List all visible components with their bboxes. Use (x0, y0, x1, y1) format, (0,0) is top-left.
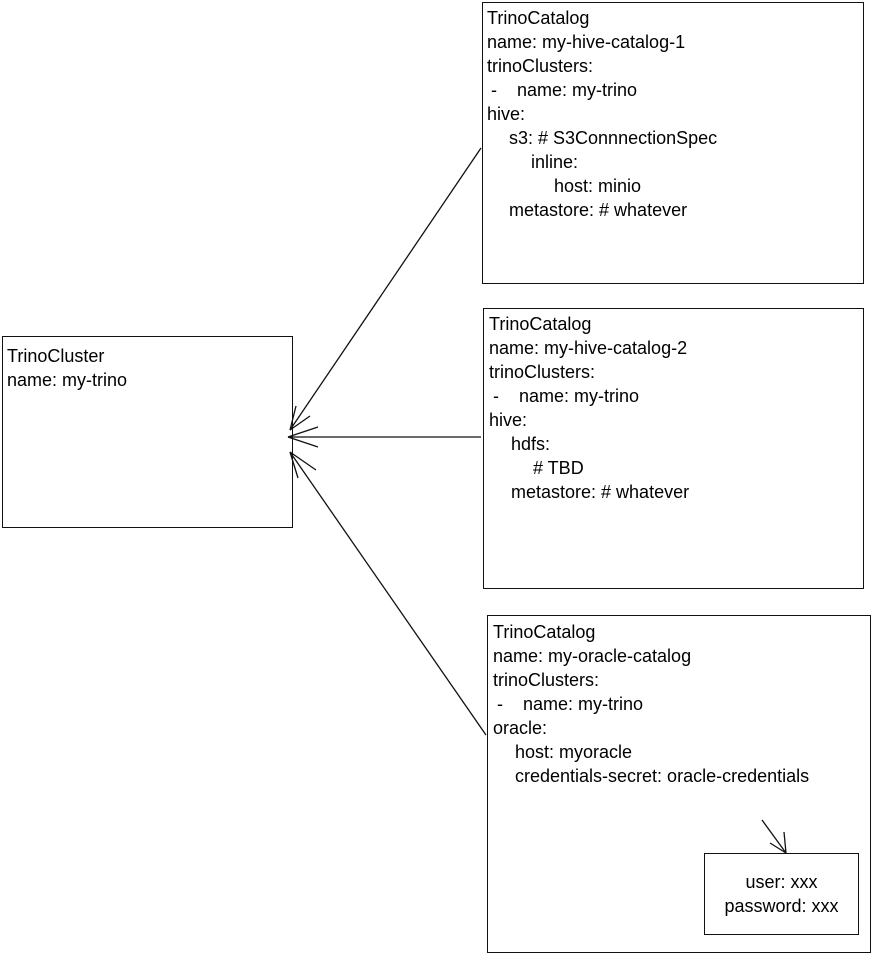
clusters-line: trinoClusters: (493, 670, 600, 690)
name-line: name: my-oracle-catalog (493, 646, 692, 666)
kind-label: TrinoCatalog (489, 314, 592, 334)
name-line: name: my-trino (7, 370, 128, 390)
inline-line: inline: (531, 152, 579, 172)
dash: - (491, 80, 497, 100)
trino-cluster-box (2, 336, 293, 528)
hive-line: hive: (489, 410, 528, 430)
catalog-1-text: TrinoCatalog name: my-hive-catalog-1 tri… (487, 6, 717, 222)
catalog-2-box (483, 308, 864, 589)
arrow-catalog1-to-cluster (289, 147, 482, 431)
cluster-ref: name: my-trino (523, 694, 644, 714)
credentials-line: credentials-secret: oracle-credentials (515, 766, 810, 786)
dash: - (497, 694, 503, 714)
password-line: password: xxx (724, 896, 839, 916)
metastore-line: metastore: # whatever (509, 200, 688, 220)
oracle-line: oracle: (493, 718, 548, 738)
tbd-comment: # TBD (533, 458, 584, 478)
clusters-line: trinoClusters: (487, 56, 594, 76)
kind-label: TrinoCatalog (487, 8, 590, 28)
cluster-ref: name: my-trino (519, 386, 640, 406)
metastore-line: metastore: # whatever (511, 482, 690, 502)
clusters-line: trinoClusters: (489, 362, 596, 382)
dash: - (493, 386, 499, 406)
trino-cluster-text: TrinoCluster name: my-trino (7, 344, 127, 392)
cluster-ref: name: my-trino (517, 80, 638, 100)
cluster-ref-line: -name: my-trino (493, 692, 809, 716)
name-line: name: my-hive-catalog-2 (489, 338, 688, 358)
name-line: name: my-hive-catalog-1 (487, 32, 686, 52)
host-line: host: minio (554, 176, 642, 196)
s3-line: s3: # S3ConnnectionSpec (509, 128, 718, 148)
hdfs-line: hdfs: (511, 434, 551, 454)
cluster-ref-line: -name: my-trino (487, 78, 717, 102)
cluster-ref-line: -name: my-trino (489, 384, 689, 408)
arrow-credentials-to-secret (761, 819, 787, 854)
catalog-2-text: TrinoCatalog name: my-hive-catalog-2 tri… (489, 312, 689, 504)
catalog-1-box (482, 2, 864, 284)
user-line: user: xxx (745, 872, 818, 892)
arrow-catalog2-to-cluster (287, 426, 481, 448)
kind-label: TrinoCatalog (493, 622, 596, 642)
hive-line: hive: (487, 104, 526, 124)
catalog-3-text: TrinoCatalog name: my-oracle-catalog tri… (493, 620, 809, 788)
arrow-catalog3-to-cluster (289, 451, 487, 736)
kind-label: TrinoCluster (7, 346, 105, 366)
catalog-3-box (487, 615, 871, 953)
secret-box (704, 853, 859, 935)
host-line: host: myoracle (515, 742, 633, 762)
secret-text: user: xxx password: xxx (704, 870, 859, 918)
